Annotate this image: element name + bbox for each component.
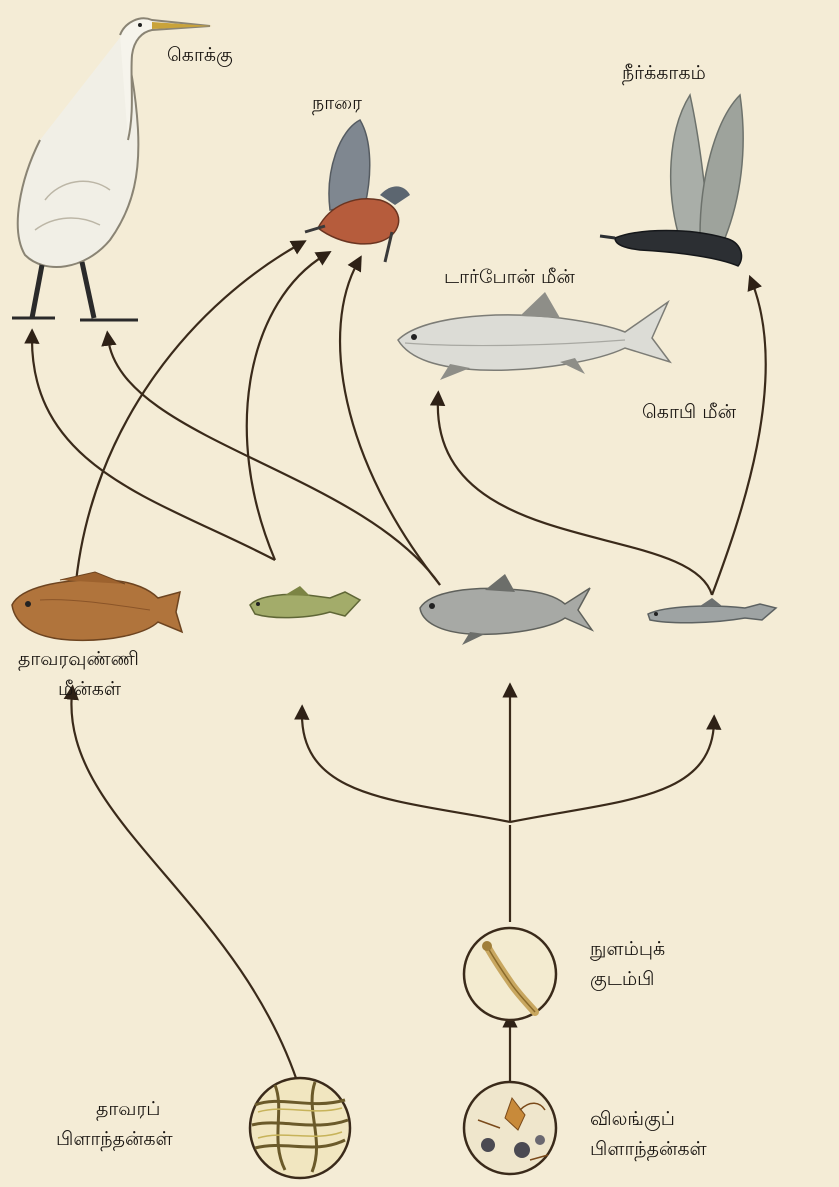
label-egret: கொக்கு <box>167 40 233 70</box>
worm-larva-illustration <box>464 928 556 1020</box>
label-goby: கொபி மீன் <box>642 397 736 427</box>
label-herbivorous-fish: தாவரவுண்ணி மீன்கள் <box>18 644 139 704</box>
label-worm-larva: நுளம்புக் குடம்பி <box>590 934 665 994</box>
label-zooplankton-line1: விலங்குப் <box>590 1104 707 1134</box>
arrow-branch-to-small-fish <box>302 712 510 822</box>
arrow-silver-fish-to-stork <box>340 262 440 585</box>
label-tarpon: டார்போன் மீன் <box>444 262 575 292</box>
label-stork: நாரை <box>312 88 362 118</box>
zooplankton-illustration <box>464 1082 556 1174</box>
arrow-silver-fish-to-egret <box>108 338 440 585</box>
arrow-branch-to-goby <box>510 722 714 822</box>
phytoplankton-illustration <box>250 1078 350 1178</box>
small-fish-illustration <box>250 586 360 618</box>
tarpon-illustration <box>398 292 670 380</box>
cormorant-illustration <box>600 95 743 266</box>
label-worm-larva-line1: நுளம்புக் <box>590 934 665 964</box>
label-zooplankton-line2: பிளாந்தன்கள் <box>590 1134 707 1164</box>
arrow-goby-to-tarpon <box>438 398 712 595</box>
silver-fish-illustration <box>420 574 592 645</box>
arrow-phytoplankton-to-herbivore-fish <box>71 692 300 1090</box>
label-zooplankton: விலங்குப் பிளாந்தன்கள் <box>590 1104 707 1164</box>
herbivorous-fish-illustration <box>12 572 182 640</box>
label-phytoplankton-line1: தாவரப் <box>56 1094 173 1124</box>
arrow-small-fish-to-egret <box>32 336 275 560</box>
stork-illustration <box>305 120 410 262</box>
label-worm-larva-line2: குடம்பி <box>590 964 665 994</box>
label-herbivorous-fish-line2: மீன்கள் <box>18 674 139 704</box>
label-phytoplankton: தாவரப் பிளாந்தன்கள் <box>56 1094 173 1154</box>
arrow-goby-to-cormorant <box>712 282 766 595</box>
label-herbivorous-fish-line1: தாவரவுண்ணி <box>18 644 139 674</box>
arrow-small-fish-to-stork <box>247 255 325 560</box>
label-cormorant: நீர்க்காகம் <box>622 58 706 88</box>
goby-illustration <box>648 598 776 623</box>
label-phytoplankton-line2: பிளாந்தன்கள் <box>56 1124 173 1154</box>
